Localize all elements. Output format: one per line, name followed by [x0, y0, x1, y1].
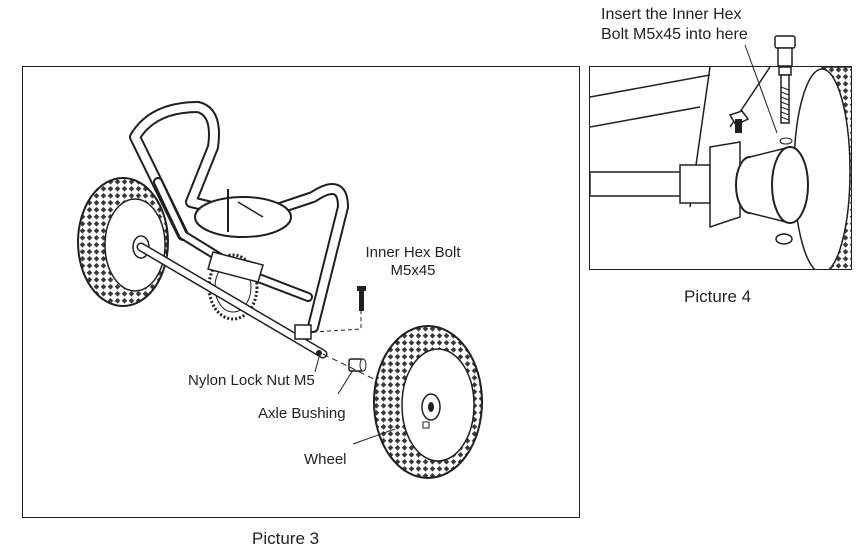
bushing-closeup	[735, 137, 809, 224]
picture-3-frame: Inner Hex Bolt M5x45 Nylon Lock Nut M5 A…	[22, 66, 580, 518]
right-wheel	[373, 325, 483, 479]
cart-exploded-drawing	[77, 101, 483, 479]
left-wheel	[77, 177, 169, 307]
label-nylon-lock-nut: Nylon Lock Nut M5	[188, 372, 315, 389]
picture-3-caption: Picture 3	[252, 529, 320, 548]
wheel-leader	[352, 428, 396, 445]
label-axle-bushing: Axle Bushing	[258, 405, 346, 422]
bracket-plate	[709, 141, 741, 229]
hex-bolt	[357, 286, 366, 311]
axle	[136, 242, 328, 359]
bolt-insertion-closeup	[590, 67, 851, 269]
axle-bracket	[294, 324, 312, 340]
bushing-leader	[337, 369, 354, 395]
inner-hex-bolt	[778, 67, 792, 124]
picture-4-caption: Picture 4	[684, 287, 752, 306]
picture-4-instruction: Insert the Inner Hex Bolt M5x45 into her…	[601, 6, 748, 43]
seat-plate	[194, 189, 292, 283]
bottom-nut	[775, 233, 793, 245]
nut-leader	[314, 356, 320, 373]
picture-4-frame	[589, 66, 852, 270]
axle-bushing	[348, 358, 367, 372]
label-inner-hex-bolt: Inner Hex Bolt M5x45	[365, 244, 461, 279]
label-wheel: Wheel	[304, 451, 347, 468]
lock-nut	[316, 350, 322, 356]
axle-tube	[590, 164, 711, 204]
